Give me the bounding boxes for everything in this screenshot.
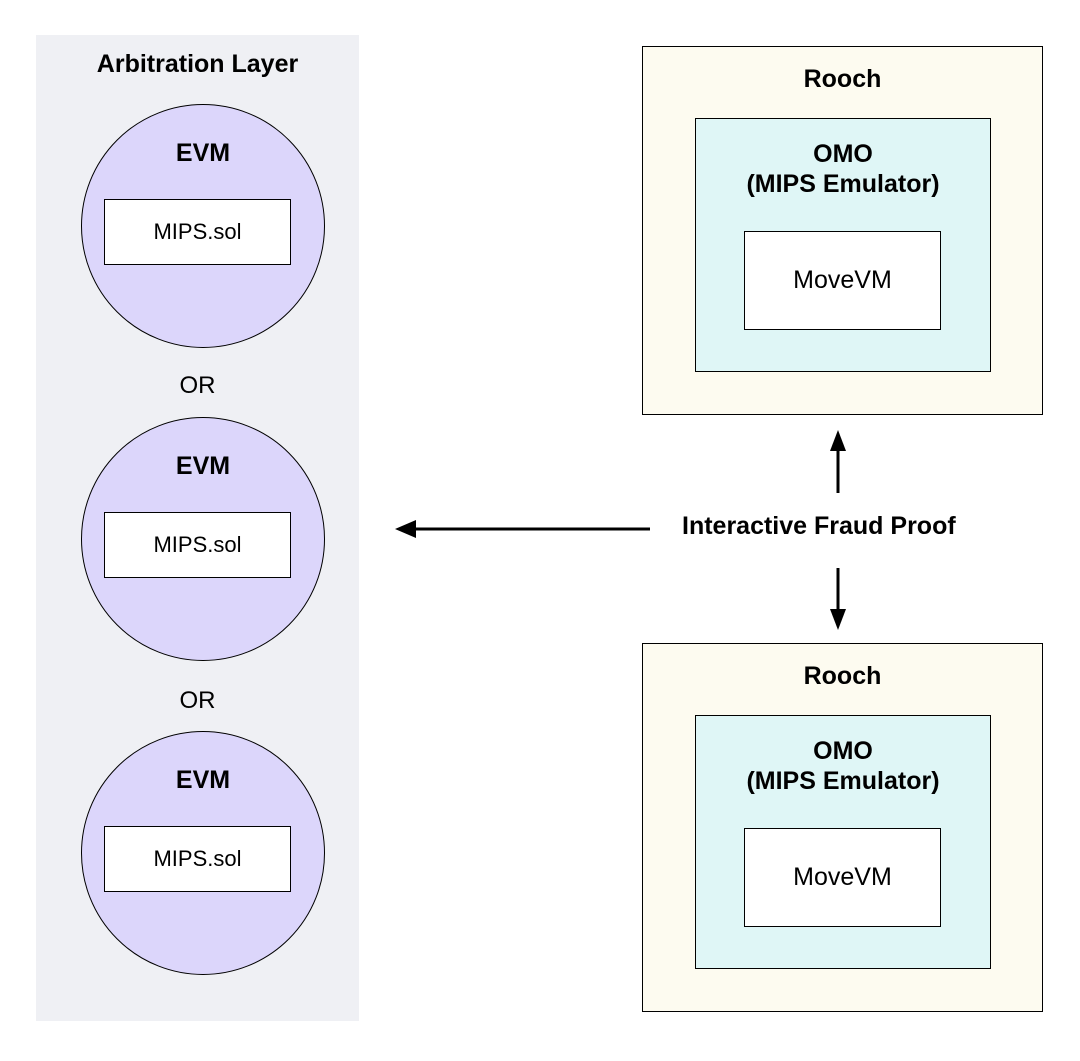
omo-title-line2: (MIPS Emulator) [746,767,940,795]
omo-title-line2: (MIPS Emulator) [746,170,940,198]
or-separator-1: OR [179,372,216,399]
arrow-up-icon [830,430,846,493]
arrow-left-icon [395,520,650,538]
omo-emulator-box: OMO (MIPS Emulator) MoveVM [695,118,991,372]
evm-circle-3: EVM MIPS.sol [81,731,325,975]
mips-sol-box: MIPS.sol [104,826,291,892]
evm-circle-2: EVM MIPS.sol [81,417,325,661]
evm-label: EVM [175,452,231,480]
omo-title-line1: OMO [813,737,873,765]
movevm-box: MoveVM [744,828,941,927]
mips-sol-box: MIPS.sol [104,199,291,265]
evm-label: EVM [175,139,231,167]
interactive-fraud-proof-label: Interactive Fraud Proof [682,512,956,540]
omo-title-line1: OMO [813,140,873,168]
omo-title: OMO (MIPS Emulator) [696,736,990,796]
rooch-title: Rooch [803,662,882,690]
arbitration-layer-title: Arbitration Layer [96,50,299,78]
evm-label: EVM [175,766,231,794]
arrow-down-icon [830,568,846,630]
movevm-box: MoveVM [744,231,941,330]
evm-circle-1: EVM MIPS.sol [81,104,325,348]
omo-title: OMO (MIPS Emulator) [696,139,990,199]
rooch-node-top: Rooch OMO (MIPS Emulator) MoveVM [642,46,1043,415]
mips-sol-box: MIPS.sol [104,512,291,578]
omo-emulator-box: OMO (MIPS Emulator) MoveVM [695,715,991,969]
or-separator-2: OR [179,687,216,714]
rooch-title: Rooch [803,65,882,93]
rooch-node-bottom: Rooch OMO (MIPS Emulator) MoveVM [642,643,1043,1012]
